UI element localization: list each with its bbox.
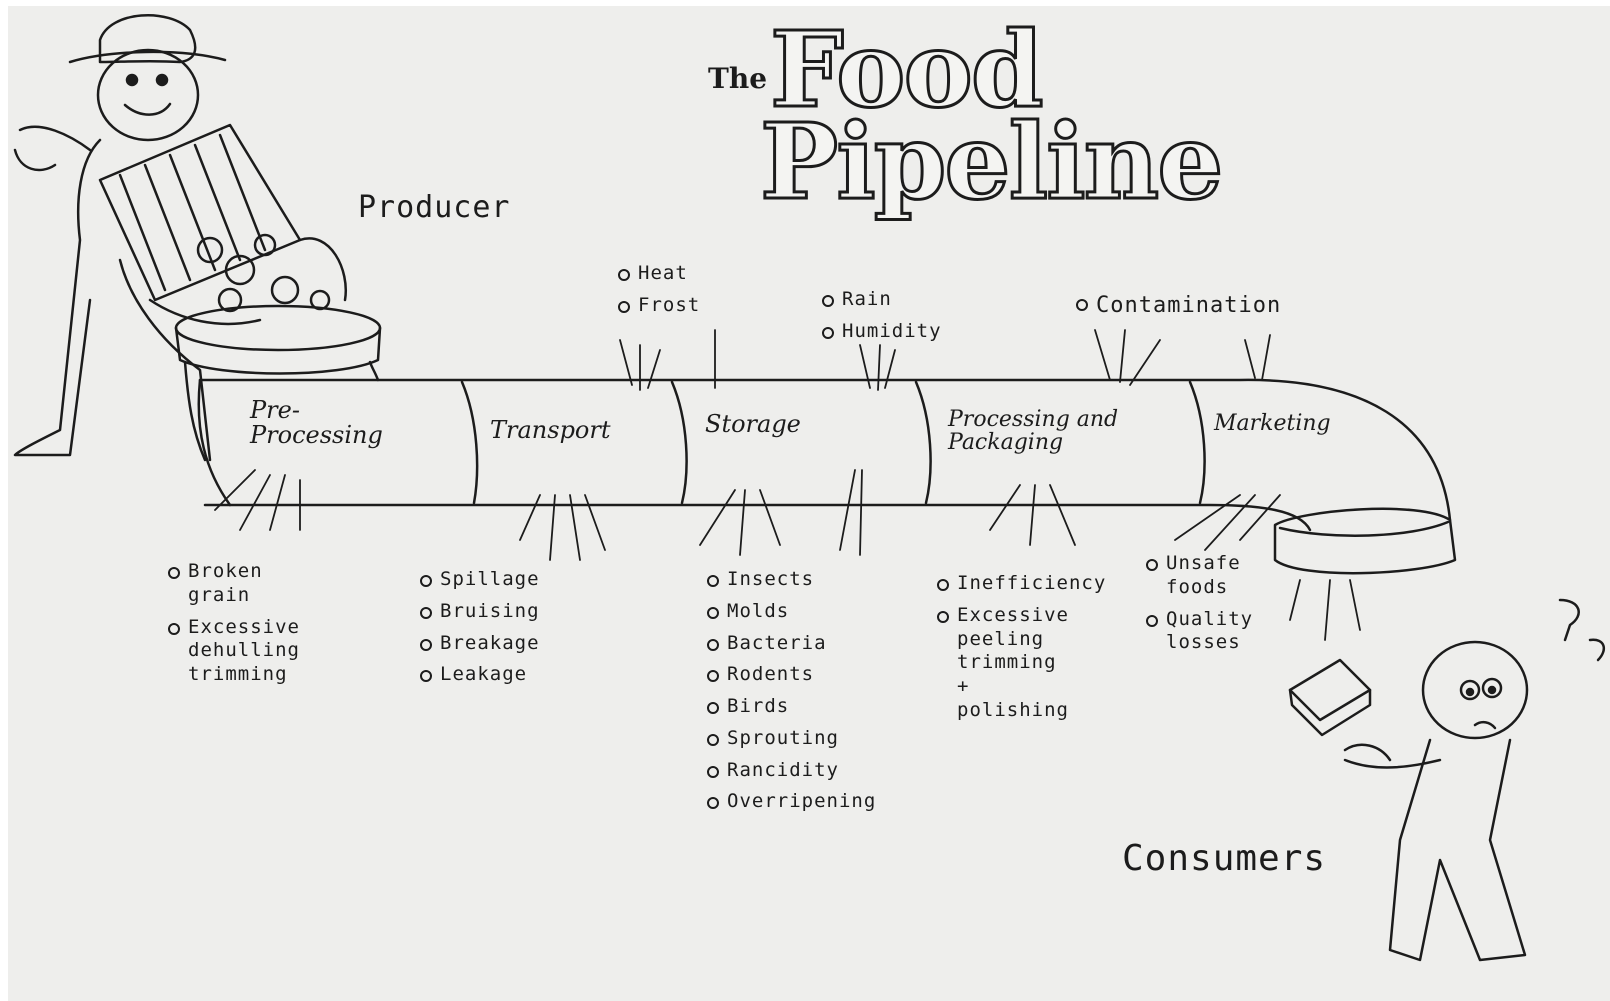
segment-transport: Transport <box>490 416 611 444</box>
losses-transport: Spillage Bruising Breakage Leakage <box>418 568 540 695</box>
losses-marketing: Unsafe foods Quality losses <box>1144 552 1253 663</box>
paper-background <box>8 6 1610 1001</box>
factor-item: Heat <box>616 262 700 286</box>
factors-rain-humidity: Rain Humidity <box>820 288 942 352</box>
factor-item: Frost <box>616 294 700 318</box>
factor-item: Contamination <box>1074 292 1281 320</box>
consumers-label: Consumers <box>1122 838 1327 879</box>
losses-storage: Insects Molds Bacteria Rodents Birds Spr… <box>705 568 876 822</box>
losses-pre-processing: Broken grain Excessive dehulling trimmin… <box>166 560 366 695</box>
loss-item: Breakage <box>418 632 540 656</box>
loss-item: Birds <box>705 695 876 719</box>
loss-item: Rancidity <box>705 759 876 783</box>
factor-item: Rain <box>820 288 942 312</box>
loss-item: Bacteria <box>705 632 876 656</box>
loss-item: Sprouting <box>705 727 876 751</box>
segment-pre-processing: Pre- Processing <box>250 396 383 450</box>
factor-item: Humidity <box>820 320 942 344</box>
loss-item: Molds <box>705 600 876 624</box>
title-pipeline: Pipeline <box>758 99 1224 225</box>
loss-item: Unsafe foods <box>1144 552 1253 600</box>
loss-arrows <box>214 329 1361 641</box>
loss-item: Bruising <box>418 600 540 624</box>
segment-storage: Storage <box>705 410 801 438</box>
factors-heat-frost: Heat Frost <box>616 262 700 326</box>
loss-item: Quality losses <box>1144 608 1253 656</box>
factors-contamination: Contamination <box>1074 292 1281 328</box>
loss-item: Broken grain <box>166 560 366 608</box>
loss-item: Insects <box>705 568 876 592</box>
losses-processing: Inefficiency Excessive peeling trimming … <box>935 572 1106 731</box>
loss-item: Rodents <box>705 663 876 687</box>
pipe-body <box>197 378 1457 575</box>
loss-item: Overripening <box>705 790 876 814</box>
loss-item: Inefficiency <box>935 572 1106 596</box>
loss-item: Spillage <box>418 568 540 592</box>
loss-item: Excessive peeling trimming + polishing <box>935 604 1106 723</box>
consumer-figure <box>1288 598 1606 962</box>
loss-item: Excessive dehulling trimming <box>166 616 366 687</box>
title-the: The <box>708 62 768 95</box>
producer-figure <box>13 14 348 462</box>
segment-marketing: Marketing <box>1214 411 1331 436</box>
loss-item: Leakage <box>418 663 540 687</box>
title-food: Food <box>769 7 1046 133</box>
segment-processing-packaging: Processing and Packaging <box>948 407 1119 456</box>
producer-label: Producer <box>358 190 511 225</box>
